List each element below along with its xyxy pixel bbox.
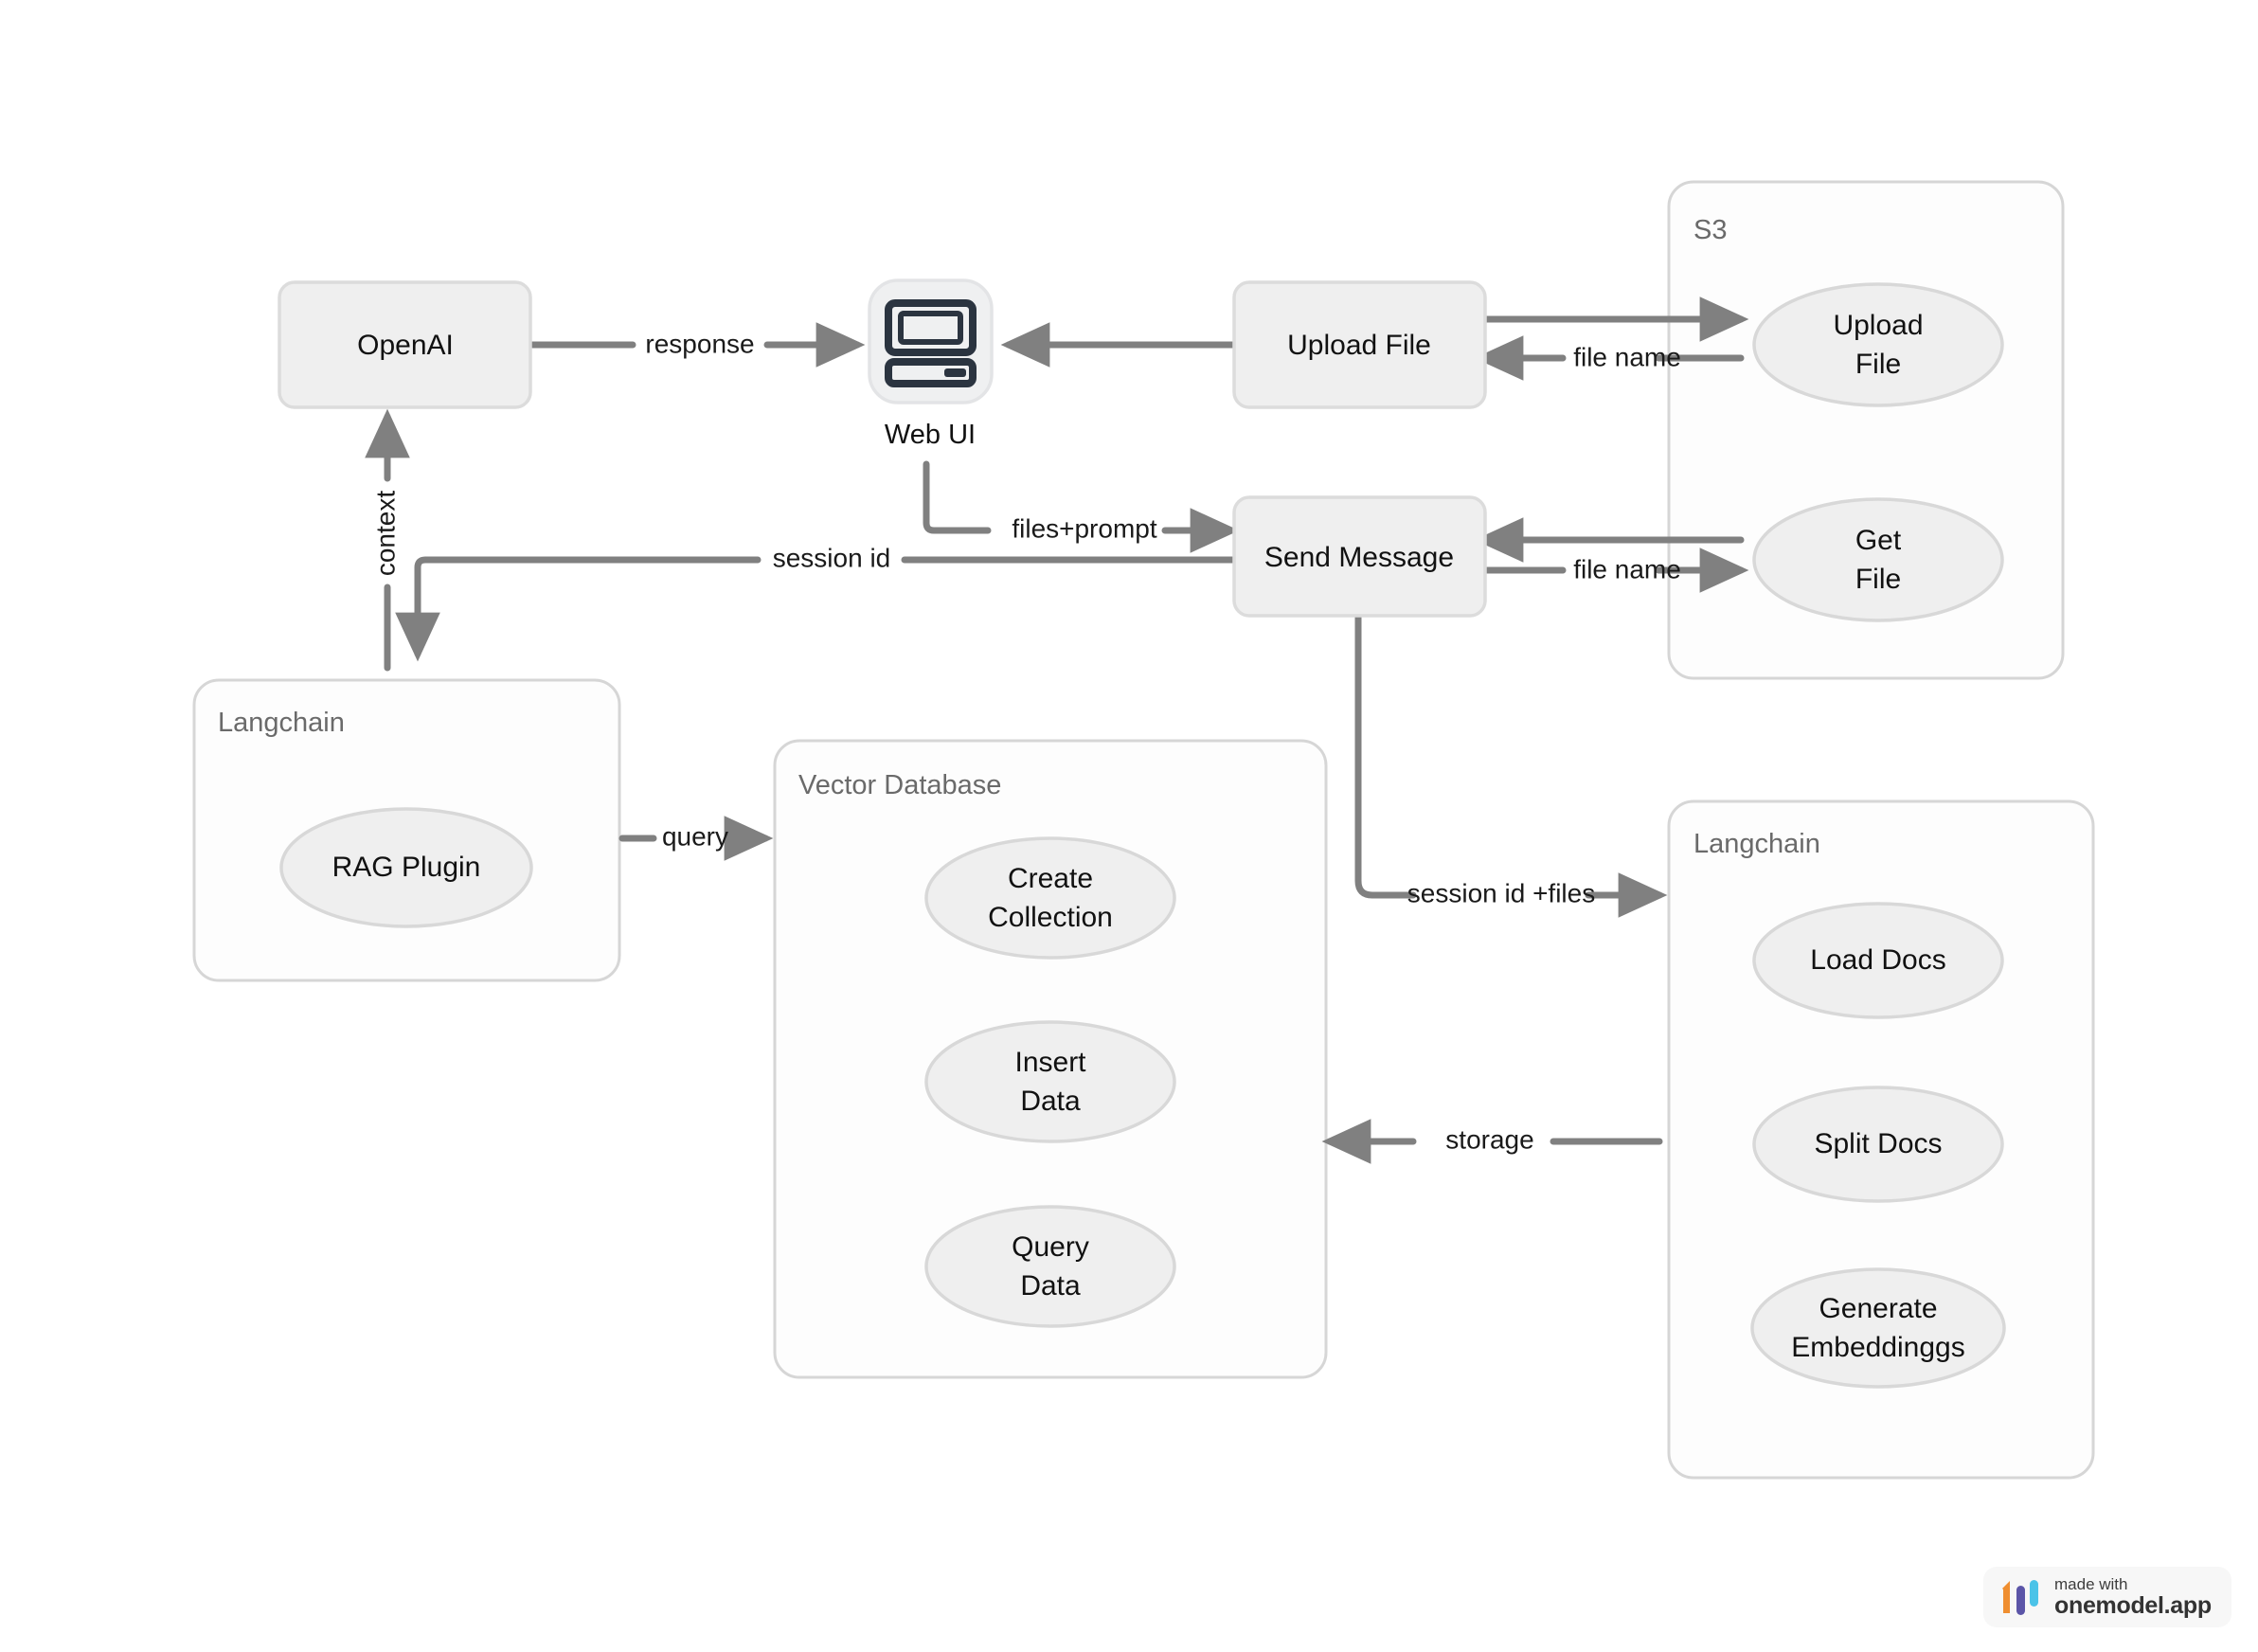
group-label-langchain-left: Langchain	[218, 708, 345, 738]
edge-s3-filename: file name	[1474, 335, 1745, 381]
edge-storage: storage	[1321, 1119, 1663, 1164]
node-create-collection[interactable]: Create Collection	[924, 836, 1176, 960]
onemodel-logo-svg	[2002, 1580, 2038, 1615]
node-label-query-data-line1: Query	[1012, 1231, 1089, 1263]
edge-label-response: response	[645, 329, 754, 358]
node-label-rag-plugin: RAG Plugin	[332, 852, 481, 883]
node-split-docs[interactable]: Split Docs	[1752, 1086, 2004, 1203]
edge-label-files-prompt: files+prompt	[1012, 513, 1157, 543]
monitor-icon	[885, 299, 977, 387]
node-label-insert-data-line1: Insert	[1014, 1047, 1086, 1078]
watermark-brand: onemodel.app	[2054, 1591, 2212, 1619]
node-label-split-docs: Split Docs	[1814, 1128, 1942, 1159]
edge-context: context	[365, 408, 410, 672]
watermark-badge[interactable]: made with onemodel.app	[1983, 1567, 2231, 1627]
node-label-generate-embeddings-line1: Generate	[1819, 1293, 1937, 1324]
node-label-generate-embeddings-line2: Embeddinggs	[1791, 1332, 1964, 1363]
node-label-openai: OpenAI	[357, 330, 454, 361]
node-query-data[interactable]: Query Data	[924, 1205, 1176, 1328]
node-label-query-data-line2: Data	[1020, 1270, 1081, 1302]
node-label-send-message: Send Message	[1264, 542, 1454, 573]
node-send-message[interactable]: Send Message	[1232, 495, 1487, 618]
node-generate-embeddings[interactable]: Generate Embeddinggs	[1750, 1267, 2006, 1389]
edge-label-context: context	[370, 491, 400, 576]
node-s3-upload-file[interactable]: Upload File	[1752, 282, 2004, 407]
edge-label-send-filename: file name	[1573, 554, 1681, 584]
node-label-create-collection-line1: Create	[1008, 863, 1093, 894]
edge-label-query: query	[662, 821, 728, 851]
edge-label-session-files: session id +files	[1407, 878, 1595, 907]
node-openai[interactable]: OpenAI	[278, 280, 532, 409]
edge-session-id: session id	[395, 543, 1238, 662]
edge-files-prompt: files+prompt	[923, 460, 1240, 553]
node-label-s3-get-file-line2: File	[1855, 564, 1901, 595]
node-rag-plugin[interactable]: RAG Plugin	[279, 807, 533, 928]
node-load-docs[interactable]: Load Docs	[1752, 902, 2004, 1019]
onemodel-logo-icon	[1998, 1578, 2042, 1616]
edge-response: response	[529, 322, 866, 368]
node-label-load-docs: Load Docs	[1810, 944, 1945, 976]
node-upload-file-button[interactable]: Upload File	[1232, 280, 1487, 409]
edge-label-storage: storage	[1445, 1124, 1533, 1154]
group-label-s3: S3	[1694, 215, 1727, 245]
node-label-upload-file-button: Upload File	[1287, 330, 1431, 361]
node-s3-get-file[interactable]: Get File	[1752, 497, 2004, 622]
watermark-made-with: made with	[2054, 1574, 2128, 1593]
edge-send-filename: file name	[1478, 548, 1749, 593]
node-label-s3-upload-file-line2: File	[1855, 349, 1901, 380]
node-label-s3-get-file-line1: Get	[1855, 525, 1902, 556]
edge-label-session-id: session id	[773, 543, 891, 572]
group-label-langchain-right: Langchain	[1694, 829, 1820, 859]
node-label-insert-data-line2: Data	[1020, 1086, 1081, 1117]
node-insert-data[interactable]: Insert Data	[924, 1020, 1176, 1143]
node-label-create-collection-line2: Collection	[988, 902, 1113, 933]
node-label-webui: Web UI	[885, 420, 976, 450]
node-label-s3-upload-file-line1: Upload	[1833, 310, 1923, 341]
edge-session-files: session id +files	[1354, 612, 1668, 918]
group-label-vector-database: Vector Database	[798, 770, 1001, 800]
watermark-text: made with onemodel.app	[2054, 1576, 2212, 1618]
node-webui[interactable]: Web UI	[868, 278, 994, 450]
edge-query: query	[618, 816, 774, 861]
edge-label-s3-filename: file name	[1573, 342, 1681, 371]
